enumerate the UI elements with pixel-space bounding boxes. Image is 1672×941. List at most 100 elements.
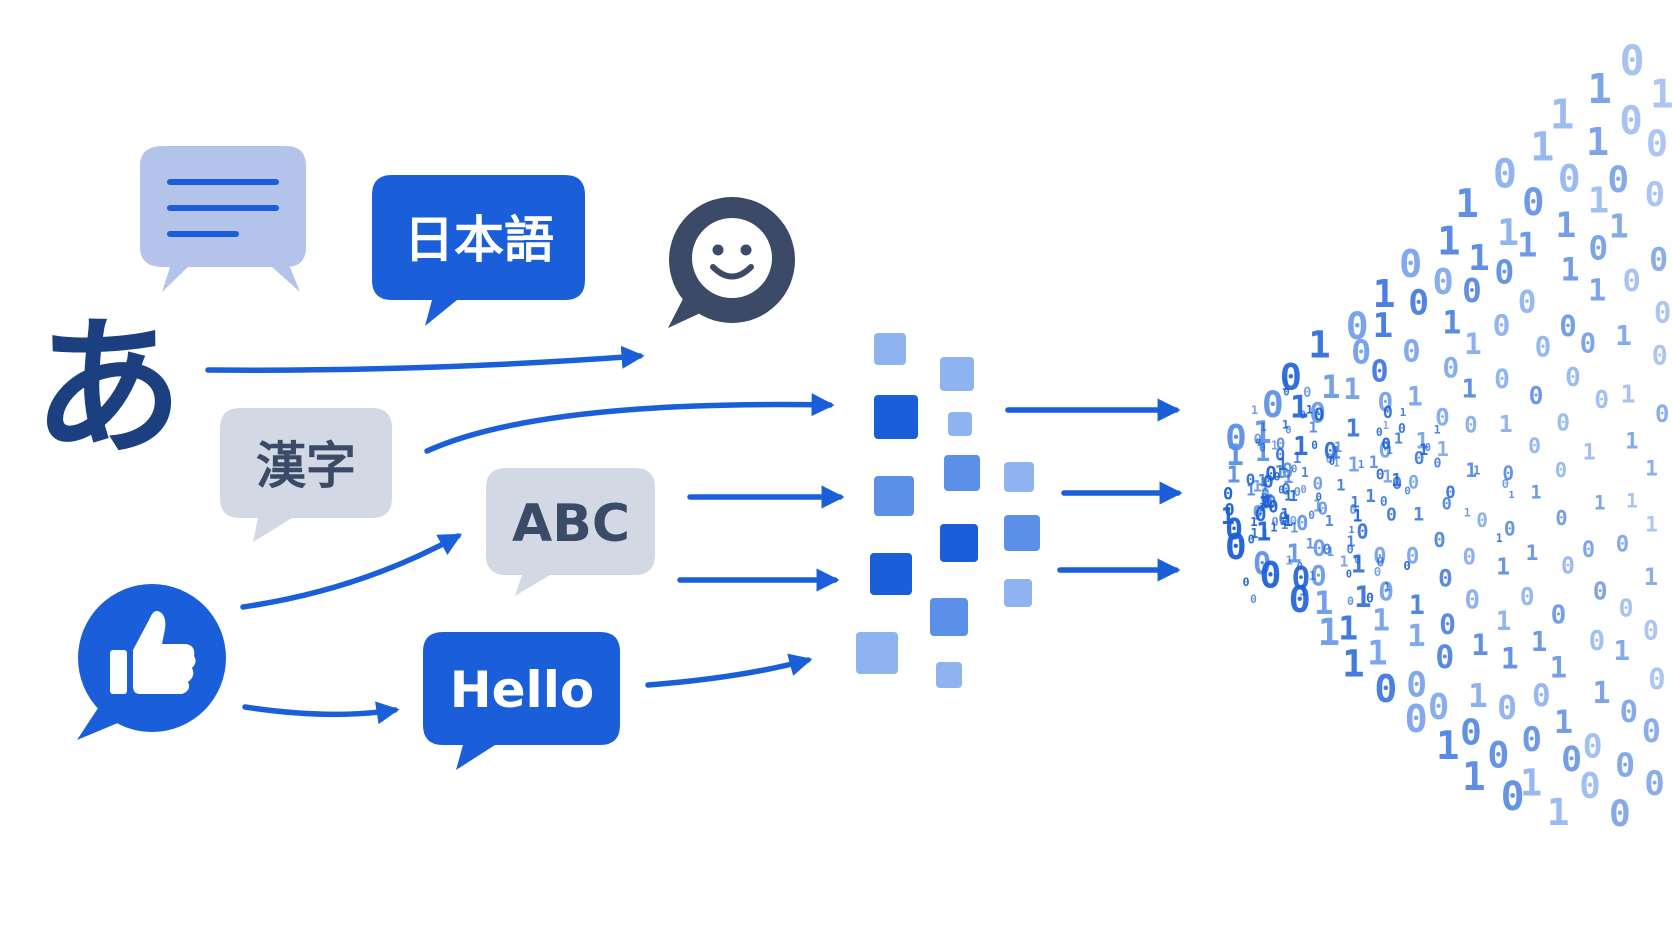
binary-digit: 1 <box>1253 415 1272 451</box>
binary-digit: 0 <box>1296 511 1308 535</box>
binary-digit: 0 <box>1351 333 1371 372</box>
binary-digit: 0 <box>1309 397 1326 429</box>
binary-digit: 1 <box>1253 477 1263 496</box>
binary-digit: 0 <box>1406 666 1427 706</box>
binary-digit: 1 <box>1501 642 1519 677</box>
binary-digit: 0 <box>1347 542 1354 556</box>
binary-digit: 1 <box>1280 505 1289 523</box>
binary-digit: 0 <box>1465 586 1481 616</box>
binary-digit: 1 <box>1283 468 1294 488</box>
binary-digit: 0 <box>1655 400 1669 428</box>
token-square <box>930 598 968 636</box>
binary-digit: 1 <box>1261 528 1269 543</box>
binary-digit: 1 <box>1413 505 1424 526</box>
binary-digit: 0 <box>1290 513 1298 528</box>
binary-digit: 0 <box>1583 726 1603 765</box>
binary-digit: 1 <box>1283 511 1293 530</box>
kanji-bubble-label: 漢字 <box>256 437 356 495</box>
binary-digit: 0 <box>1558 157 1581 201</box>
binary-digit: 0 <box>1356 519 1368 543</box>
hello-bubble-shape <box>423 632 620 770</box>
binary-digit: 1 <box>1321 368 1341 406</box>
binary-digit: 1 <box>1260 421 1267 434</box>
binary-digit: 0 <box>1497 688 1517 727</box>
binary-digit: 1 <box>1496 554 1510 580</box>
binary-digit: 1 <box>1369 452 1379 472</box>
binary-digit: 0 <box>1346 304 1369 348</box>
binary-digit: 1 <box>1301 466 1309 481</box>
binary-digit: 1 <box>1258 470 1268 489</box>
binary-digit: 1 <box>1278 455 1288 474</box>
binary-digit: 1 <box>1625 429 1638 455</box>
binary-digit: 0 <box>1588 229 1608 268</box>
binary-digit: 1 <box>1333 457 1339 469</box>
binary-digit: 1 <box>1358 458 1365 471</box>
token-square <box>1004 579 1032 607</box>
binary-digit: 0 <box>1259 554 1281 597</box>
binary-digit: 1 <box>1284 488 1292 504</box>
binary-digit: 0 <box>1501 774 1525 820</box>
binary-digit: 0 <box>1404 485 1411 498</box>
binary-digit: 0 <box>1260 492 1268 507</box>
binary-digit: 1 <box>1645 457 1658 482</box>
abc-bubble-shape <box>486 468 655 596</box>
binary-digit: 0 <box>1528 434 1541 459</box>
binary-digit: 0 <box>1609 793 1631 835</box>
binary-digit: 1 <box>1246 481 1256 500</box>
binary-digit: 0 <box>1445 483 1455 503</box>
binary-digit: 1 <box>1587 65 1612 113</box>
binary-digit: 1 <box>1462 374 1478 404</box>
arrow-thumbs-to-abc <box>240 533 463 610</box>
binary-digit: 1 <box>1348 453 1360 477</box>
binary-digit: 1 <box>1334 440 1343 456</box>
binary-digit: 0 <box>1311 439 1318 452</box>
binary-digit: 0 <box>1347 594 1354 608</box>
binary-digit: 1 <box>1550 91 1575 139</box>
binary-digit: 0 <box>1642 714 1661 750</box>
binary-digit: 0 <box>1616 532 1629 558</box>
binary-digit: 1 <box>1350 492 1359 511</box>
binary-digit: 1 <box>1621 380 1636 409</box>
binary-digit: 1 <box>1415 429 1429 455</box>
binary-digit: 0 <box>1504 518 1516 541</box>
binary-digit: 0 <box>1278 485 1284 497</box>
binary-digit: 0 <box>1622 264 1640 299</box>
binary-digit: 0 <box>1561 553 1575 579</box>
binary-digit: 0 <box>1266 492 1277 513</box>
binary-digit: 0 <box>1312 536 1326 562</box>
abc-bubble: ABC <box>486 468 655 596</box>
binary-digit: 0 <box>1428 687 1449 728</box>
binary-digit: 0 <box>1374 565 1382 580</box>
binary-digit: 0 <box>1414 448 1425 469</box>
binary-digit: 0 <box>1303 385 1311 401</box>
binary-digit: 0 <box>1654 295 1672 329</box>
binary-digit: 0 <box>1644 764 1665 804</box>
binary-digit: 1 <box>1525 541 1538 566</box>
binary-digit: 0 <box>1425 442 1431 454</box>
token-square <box>1004 515 1040 551</box>
binary-digit: 0 <box>1502 477 1509 491</box>
binary-digit: 1 <box>1306 403 1313 417</box>
binary-digit: 1 <box>1353 506 1363 525</box>
binary-digit: 0 <box>1374 667 1397 711</box>
binary-digit: 1 <box>1626 490 1638 513</box>
binary-digit: 1 <box>1314 584 1334 622</box>
text-lines-bubble <box>140 146 306 292</box>
arrow-kanji-to-tokens <box>424 393 835 454</box>
binary-digit: 0 <box>1312 474 1323 494</box>
binary-digit: 1 <box>1221 502 1235 530</box>
binary-digit: 0 <box>1261 484 1270 502</box>
binary-digit: 1 <box>1293 451 1302 467</box>
binary-digit: 0 <box>1529 381 1544 410</box>
binary-digit: 0 <box>1435 640 1454 676</box>
binary-digit: 0 <box>1243 575 1250 589</box>
binary-digit: 0 <box>1323 439 1337 465</box>
binary-digit: 1 <box>1262 491 1272 511</box>
token-square <box>944 455 980 491</box>
binary-digit: 1 <box>1508 490 1514 501</box>
binary-digit: 0 <box>1463 545 1477 571</box>
binary-digit: 1 <box>1373 272 1396 316</box>
japanese-bubble-shape <box>372 175 585 326</box>
binary-digit: 0 <box>1593 576 1608 605</box>
binary-digit: 1 <box>1262 500 1268 511</box>
